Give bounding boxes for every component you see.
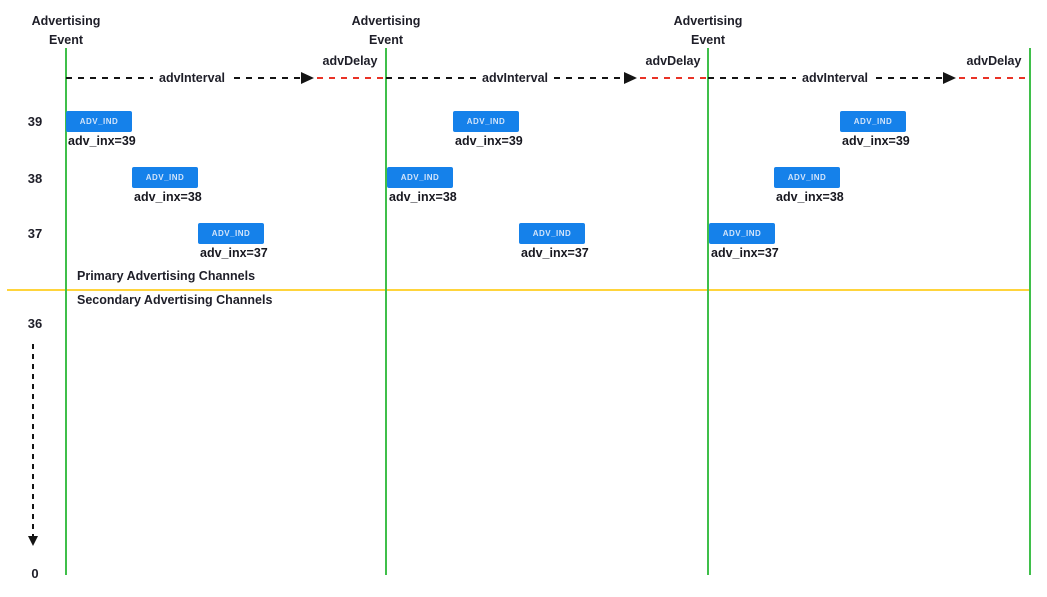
channel-separator-line — [7, 289, 1030, 291]
adv-inx-caption: adv_inx=39 — [455, 134, 523, 148]
adv-delay-label: advDelay — [645, 54, 701, 68]
adv-inx-caption: adv_inx=38 — [389, 190, 457, 204]
advertising-event-label: Advertising Event — [31, 14, 101, 47]
adv-ind-packet-label: ADV_IND — [145, 173, 185, 182]
adv-interval-label: advInterval — [152, 71, 232, 85]
channel-axis-dashed-line — [32, 344, 34, 536]
adv-interval-arrowhead-icon — [943, 72, 956, 84]
adv-ind-packet-label: ADV_IND — [211, 229, 251, 238]
adv-inx-caption: adv_inx=37 — [711, 246, 779, 260]
adv-delay-label: advDelay — [322, 54, 378, 68]
adv-ind-packet-box: ADV_IND — [132, 167, 198, 188]
adv-inx-caption: adv_inx=39 — [68, 134, 136, 148]
adv-ind-packet-label: ADV_IND — [400, 173, 440, 182]
adv-interval-label: advInterval — [795, 71, 875, 85]
adv-ind-packet-label: ADV_IND — [787, 173, 827, 182]
adv-inx-caption: adv_inx=37 — [200, 246, 268, 260]
channel-number-label: 39 — [27, 114, 43, 129]
adv-ind-packet-box: ADV_IND — [840, 111, 906, 132]
adv-delay-dashed-line — [959, 77, 1030, 79]
adv-ind-packet-box: ADV_IND — [519, 223, 585, 244]
channel-number-label: 0 — [31, 566, 39, 581]
adv-ind-packet-box: ADV_IND — [709, 223, 775, 244]
adv-interval-label: advInterval — [475, 71, 555, 85]
adv-inx-caption: adv_inx=38 — [134, 190, 202, 204]
adv-ind-packet-box: ADV_IND — [453, 111, 519, 132]
channel-number-label: 36 — [27, 316, 43, 331]
advertising-event-line — [1029, 48, 1031, 575]
adv-inx-caption: adv_inx=39 — [842, 134, 910, 148]
channel-number-label: 38 — [27, 171, 43, 186]
adv-ind-packet-box: ADV_IND — [198, 223, 264, 244]
advertising-event-label: Advertising Event — [673, 14, 743, 47]
adv-ind-packet-label: ADV_IND — [853, 117, 893, 126]
primary-advertising-channels-label: Primary Advertising Channels — [77, 269, 256, 283]
adv-ind-packet-box: ADV_IND — [774, 167, 840, 188]
adv-ind-packet-box: ADV_IND — [387, 167, 453, 188]
adv-ind-packet-label: ADV_IND — [79, 117, 119, 126]
adv-inx-caption: adv_inx=38 — [776, 190, 844, 204]
adv-interval-arrowhead-icon — [301, 72, 314, 84]
advertising-event-line — [65, 48, 67, 575]
adv-delay-label: advDelay — [966, 54, 1022, 68]
channel-axis-arrowhead-icon — [28, 536, 38, 546]
adv-ind-packet-box: ADV_IND — [66, 111, 132, 132]
adv-interval-arrowhead-icon — [624, 72, 637, 84]
adv-delay-dashed-line — [317, 77, 386, 79]
advertising-event-label: Advertising Event — [351, 14, 421, 47]
advertising-event-line — [707, 48, 709, 575]
adv-ind-packet-label: ADV_IND — [532, 229, 572, 238]
adv-ind-packet-label: ADV_IND — [466, 117, 506, 126]
adv-delay-dashed-line — [640, 77, 708, 79]
secondary-advertising-channels-label: Secondary Advertising Channels — [77, 293, 273, 307]
adv-ind-packet-label: ADV_IND — [722, 229, 762, 238]
advertising-event-line — [385, 48, 387, 575]
channel-number-label: 37 — [27, 226, 43, 241]
adv-inx-caption: adv_inx=37 — [521, 246, 589, 260]
